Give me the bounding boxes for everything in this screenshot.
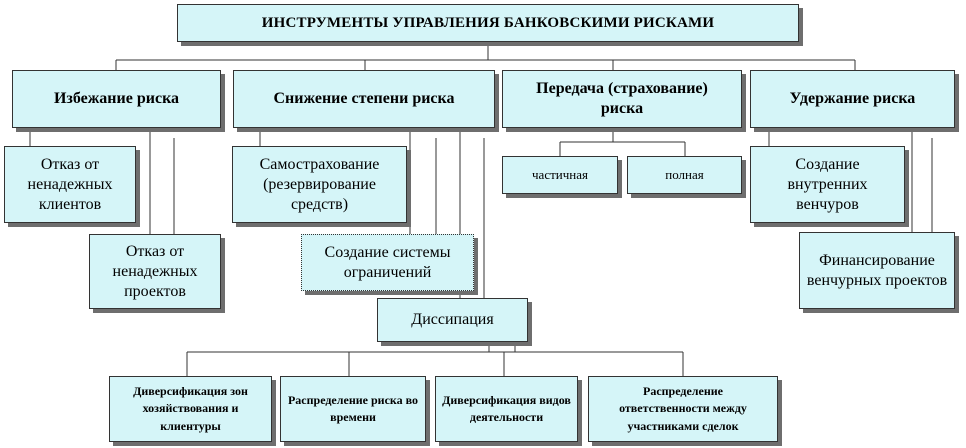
internal-ventures-box: Создание внутренних венчуров <box>750 146 905 223</box>
dissipation-label: Диссипация <box>411 311 494 328</box>
transfer-full-label: полная <box>665 166 704 182</box>
responsibility-distribution-label: Распределение ответственности между учас… <box>619 383 747 433</box>
time-distribution-box: Распределение риска во времени <box>280 376 426 442</box>
category-transfer: Передача (страхование) риска <box>502 70 742 128</box>
category-retention: Удержание риска <box>750 70 955 128</box>
transfer-partial-box: частичная <box>502 156 618 194</box>
time-distribution-label: Распределение риска во времени <box>287 392 419 424</box>
category-reduction: Снижение степени риска <box>233 70 495 128</box>
transfer-partial-label: частичная <box>532 166 588 182</box>
venture-financing-label: Финансирование венчурных проектов <box>806 251 948 289</box>
diversification-zones-label: Диверсификация зон хозяйствования и клие… <box>133 383 248 433</box>
avoid-clients-box: Отказ от ненадежных клиентов <box>4 146 136 223</box>
avoid-clients-label: Отказ от ненадежных клиентов <box>27 155 113 213</box>
category-avoidance-label: Избежание риска <box>53 90 180 107</box>
diversification-zones-box: Диверсификация зон хозяйствования и клие… <box>109 376 272 442</box>
activity-diversification-label: Диверсификация видов деятельности <box>442 392 571 424</box>
avoid-projects-box: Отказ от ненадежных проектов <box>89 234 221 309</box>
category-transfer-label: Передача (страхование) риска <box>536 80 708 117</box>
diagram-title: ИНСТРУМЕНТЫ УПРАВЛЕНИЯ БАНКОВСКИМИ РИСКА… <box>177 4 799 42</box>
internal-ventures-label: Создание внутренних венчуров <box>787 155 868 213</box>
diagram-title-text: ИНСТРУМЕНТЫ УПРАВЛЕНИЯ БАНКОВСКИМИ РИСКА… <box>261 14 715 31</box>
limits-system-box: Создание системы ограничений <box>301 234 474 291</box>
activity-diversification-box: Диверсификация видов деятельности <box>435 376 578 442</box>
category-retention-label: Удержание риска <box>789 90 916 107</box>
venture-financing-box: Финансирование венчурных проектов <box>799 232 955 309</box>
category-reduction-label: Снижение степени риска <box>273 90 455 107</box>
transfer-full-box: полная <box>627 156 742 194</box>
dissipation-box: Диссипация <box>377 298 528 342</box>
responsibility-distribution-box: Распределение ответственности между учас… <box>588 376 778 442</box>
category-avoidance: Избежание риска <box>12 70 221 128</box>
self-insurance-label: Самострахование (резервирование средств) <box>259 155 380 213</box>
avoid-projects-label: Отказ от ненадежных проектов <box>112 242 198 300</box>
self-insurance-box: Самострахование (резервирование средств) <box>232 146 407 223</box>
limits-system-label: Создание системы ограничений <box>324 243 451 281</box>
